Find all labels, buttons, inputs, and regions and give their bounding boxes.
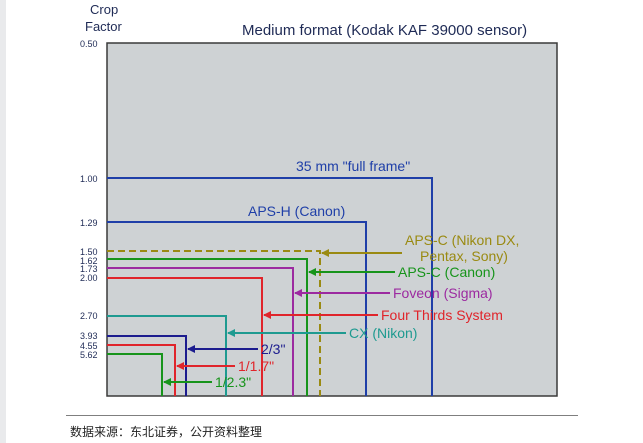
format-foveon [107,267,294,396]
format-1-1-7-inch [107,344,176,396]
label-aps-c-canon: APS-C (Canon) [398,264,495,280]
label-four-thirds: Four Thirds System [381,307,503,323]
label-1-2-3-inch: 1/2.3" [215,374,251,390]
label-aps-h: APS-H (Canon) [248,203,345,219]
axis-tick-labels: 0.50 1.00 1.29 1.50 1.62 1.73 2.00 2.70 … [80,39,98,360]
page-left-strip [0,0,6,443]
format-aps-h [107,221,367,396]
format-2-3-inch [107,335,187,396]
axis-title-line1: Crop [90,2,118,17]
format-1-2-3-inch [107,353,163,396]
tick-label: 2.00 [80,273,98,283]
axis-title-line2: Factor [85,19,123,34]
tick-label: 1.29 [80,218,98,228]
caption-divider [66,415,578,416]
tick-label: 1.50 [80,247,98,257]
tick-label: 2.70 [80,311,98,321]
label-2-3-inch: 2/3" [261,341,285,357]
tick-label: 0.50 [80,39,98,49]
tick-label: 1.00 [80,174,98,184]
label-cx: CX (Nikon) [349,325,417,341]
medium-format-title: Medium format (Kodak KAF 39000 sensor) [242,22,527,39]
tick-label: 1.73 [80,264,98,274]
source-caption: 数据来源：东北证券，公开资料整理 [70,425,263,439]
format-aps-c-nikon [107,250,321,396]
tick-label: 1.62 [80,256,98,266]
label-1-1-7-inch: 1/1.7" [238,358,274,374]
label-full-frame: 35 mm "full frame" [296,158,410,174]
format-four-thirds [107,277,263,396]
label-aps-c-nikon-line1: APS-C (Nikon DX, [405,232,519,248]
tick-label: 3.93 [80,331,98,341]
medium-format-frame [106,42,558,397]
tick-label: 5.62 [80,350,98,360]
format-cx [107,315,227,396]
tick-label: 4.55 [80,341,98,351]
label-foveon: Foveon (Sigma) [393,285,493,301]
format-full-frame [107,177,433,396]
format-aps-c-canon [107,258,308,396]
label-aps-c-nikon-line2: Pentax, Sony) [420,248,508,264]
